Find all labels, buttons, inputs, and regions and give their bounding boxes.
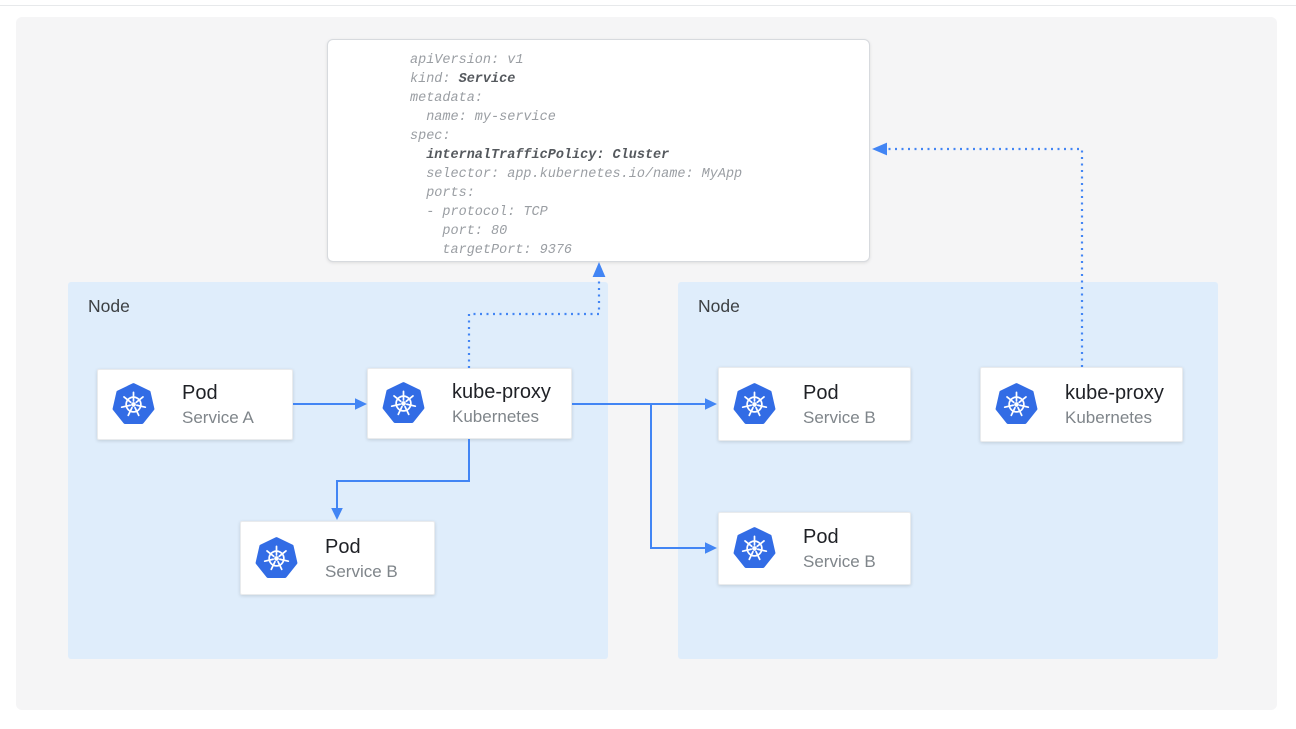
card-text: Pod Service B [803, 380, 876, 429]
card-text: Pod Service B [803, 524, 876, 573]
card-text: kube-proxy Kubernetes [452, 379, 551, 428]
card-subtitle: Service B [325, 561, 398, 581]
card-subtitle: Kubernetes [452, 407, 539, 426]
code-line: targetPort: 9376 [410, 243, 573, 258]
card-pod-service-b-left: Pod Service B [240, 521, 435, 595]
card-subtitle: Service B [803, 552, 876, 571]
code-line: internalTrafficPolicy: Cluster [426, 148, 670, 163]
card-pod-service-b-right-bottom: Pod Service B [718, 512, 911, 585]
node-label: Node [698, 296, 740, 316]
code-line: kind: Service [410, 72, 516, 87]
code-line: ports: [410, 186, 475, 201]
card-kube-proxy-right: kube-proxy Kubernetes [980, 367, 1183, 442]
code-line: metadata: [410, 91, 483, 106]
card-title: kube-proxy [452, 381, 551, 403]
kubernetes-icon [254, 536, 299, 581]
kubernetes-icon [732, 382, 777, 427]
card-kube-proxy-left: kube-proxy Kubernetes [367, 368, 572, 439]
card-subtitle: Service A [182, 408, 254, 427]
card-pod-service-b-right-top: Pod Service B [718, 367, 911, 441]
card-text: Pod Service B [325, 534, 398, 583]
code-line: selector: app.kubernetes.io/name: MyApp [410, 167, 743, 182]
kubernetes-icon [732, 526, 777, 571]
card-subtitle: Kubernetes [1065, 408, 1152, 427]
card-subtitle: Service B [803, 407, 876, 427]
card-title: Pod [803, 526, 839, 548]
card-title: Pod [803, 381, 839, 404]
card-title: Pod [182, 382, 218, 404]
card-text: Pod Service A [182, 380, 254, 429]
node-box-left: Node Pod Service A kube-proxy Kubernetes… [68, 282, 608, 659]
top-divider [0, 5, 1296, 6]
kubernetes-icon [111, 382, 156, 427]
service-yaml-panel: apiVersion: v1 kind: Service metadata: nam… [327, 39, 870, 262]
card-text: kube-proxy Kubernetes [1065, 380, 1164, 429]
code-line: spec: [410, 129, 451, 144]
yaml-code: apiVersion: v1 kind: Service metadata: nam… [410, 51, 742, 260]
code-line: apiVersion: v1 [410, 53, 524, 68]
kubernetes-icon [994, 382, 1039, 427]
kubernetes-icon [381, 381, 426, 426]
node-label: Node [88, 296, 130, 316]
code-line: port: 80 [410, 224, 508, 239]
card-pod-service-a: Pod Service A [97, 369, 293, 440]
node-box-right: Node Pod Service B Pod Service B kube-pr… [678, 282, 1218, 659]
card-title: Pod [325, 535, 361, 558]
code-line: name: my-service [410, 110, 556, 125]
card-title: kube-proxy [1065, 382, 1164, 404]
code-line: - protocol: TCP [410, 205, 548, 220]
